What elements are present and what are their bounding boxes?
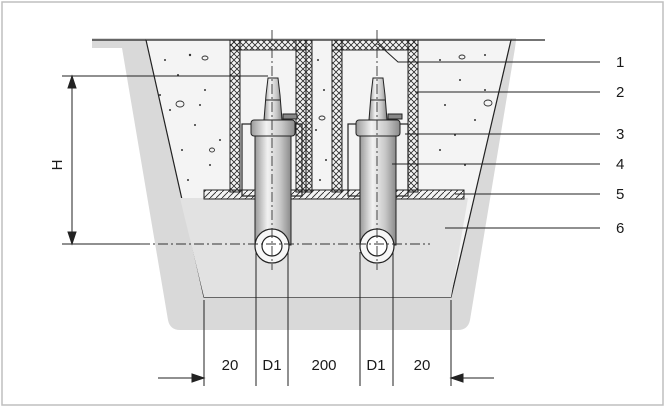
- nozzle-right: [368, 77, 388, 121]
- callout-3: 3: [616, 126, 624, 143]
- dim-right-20: 20: [414, 357, 431, 374]
- dim-d1-right: D1: [366, 357, 385, 374]
- dim-200: 200: [311, 357, 336, 374]
- valve-tab-right: [387, 113, 403, 120]
- insulation-wall-mid: [331, 39, 343, 193]
- dim-left-20: 20: [222, 357, 239, 374]
- callout-leaders: [377, 43, 600, 229]
- center-lines: [140, 30, 430, 270]
- pipe-left: [254, 129, 292, 246]
- callout-2: 2: [616, 84, 624, 101]
- pipe-right: [359, 129, 397, 246]
- nozzle-left: [263, 77, 283, 121]
- base-plate: [203, 189, 465, 200]
- callout-1: 1: [616, 54, 624, 71]
- insulation-wall-mid2: [305, 39, 313, 193]
- bottom-dimension-chain: [158, 252, 494, 386]
- pipe-collar-right: [355, 119, 401, 137]
- callout-5: 5: [616, 186, 624, 203]
- insulation-top-right: [331, 39, 419, 51]
- insulation-wall-left-outer: [229, 39, 241, 193]
- bedding-sand-layer: [180, 198, 468, 297]
- callout-4: 4: [616, 156, 624, 173]
- pipe-collar-left: [250, 119, 296, 137]
- concrete-pebbles: [175, 54, 493, 153]
- dim-d1-left: D1: [262, 357, 281, 374]
- height-label: H: [49, 160, 66, 171]
- insulation-top-left: [229, 39, 307, 51]
- insulation-wall-right-outer: [407, 39, 419, 193]
- valve-tab-left: [282, 113, 298, 120]
- height-dimension: [62, 74, 268, 246]
- callout-6: 6: [616, 220, 624, 237]
